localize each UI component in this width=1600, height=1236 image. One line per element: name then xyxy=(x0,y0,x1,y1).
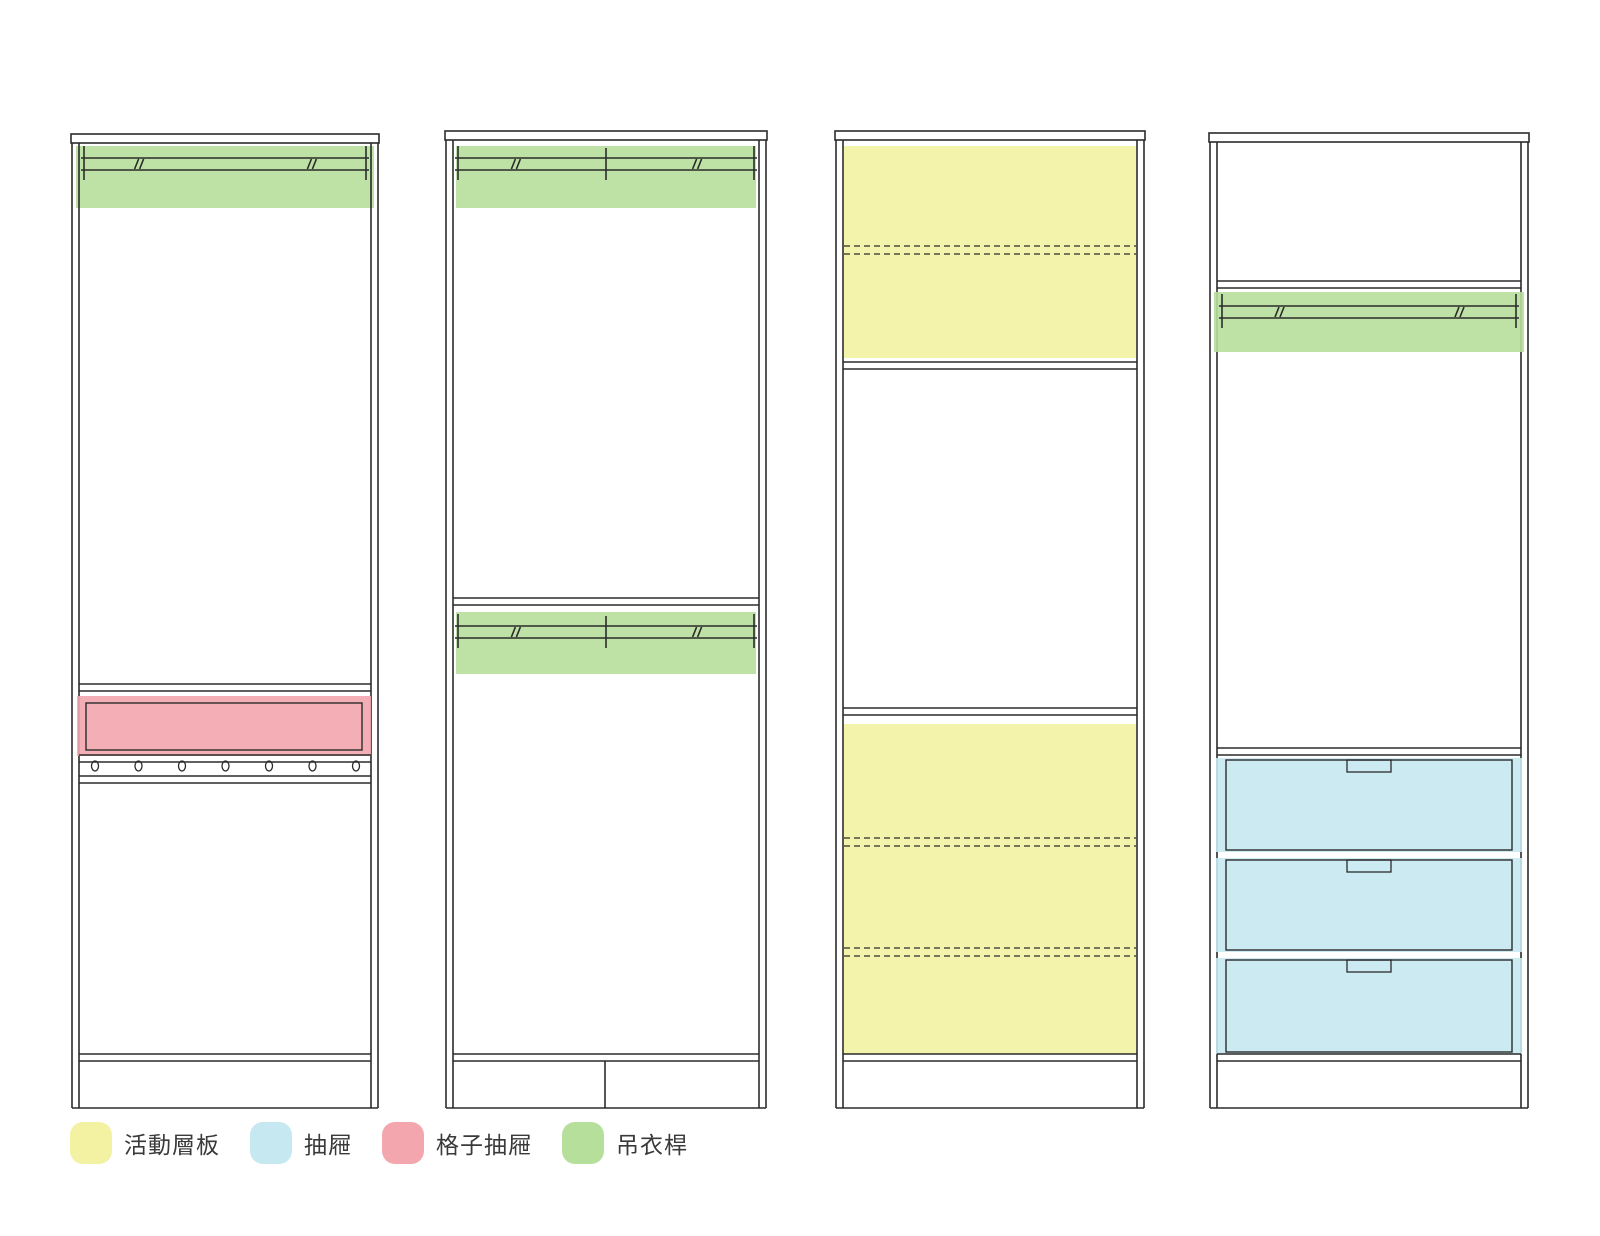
legend-label-drawer: 抽屜 xyxy=(304,1133,352,1159)
legend-label-grid-drawer: 格子抽屜 xyxy=(436,1133,532,1159)
drawer-highlight xyxy=(1216,858,1522,952)
drawer-highlight xyxy=(1216,758,1522,852)
rod-break-mark xyxy=(691,626,698,638)
legend-item-drawer: 抽屜 xyxy=(250,1122,352,1164)
grid-slot-hole xyxy=(134,760,143,772)
rod-break-mark xyxy=(1274,306,1280,318)
drawer-highlight xyxy=(1216,958,1522,1054)
top-board xyxy=(834,130,1146,141)
top-board xyxy=(1208,132,1530,143)
drawer-handle xyxy=(1346,859,1392,873)
cabinet-2 xyxy=(444,130,768,1109)
cabinet-4 xyxy=(1208,132,1530,1109)
grid-slot-hole xyxy=(351,760,361,772)
rod-break-mark xyxy=(510,626,517,638)
legend-label-adjustable-shelf: 活動層板 xyxy=(124,1133,220,1159)
rod-break-mark xyxy=(691,158,698,170)
rod-break-mark xyxy=(138,158,145,170)
rod-break-mark xyxy=(133,158,140,170)
rod-break-mark xyxy=(306,158,313,170)
rod-break-mark xyxy=(515,626,522,638)
legend-item-adjustable-shelf: 活動層板 xyxy=(70,1122,220,1164)
grid-drawer-front xyxy=(85,702,363,751)
grid-slot-hole xyxy=(90,760,100,772)
drawer-handle xyxy=(1346,759,1392,773)
legend-swatch-drawer xyxy=(250,1122,292,1164)
grid-slot-hole xyxy=(221,760,230,772)
grid-slot-hole xyxy=(308,760,317,772)
drawer-handle xyxy=(1346,959,1392,973)
adjustable-shelf-highlight xyxy=(844,724,1136,1054)
legend-item-grid-drawer: 格子抽屜 xyxy=(382,1122,532,1164)
rod-break-mark xyxy=(515,158,522,170)
legend-item-hanging-rod: 吊衣桿 xyxy=(562,1122,688,1164)
top-board xyxy=(444,130,768,141)
grid-slot-hole xyxy=(264,760,274,772)
rod-break-mark xyxy=(1454,306,1460,318)
cabinet-3 xyxy=(834,130,1146,1109)
rod-break-mark xyxy=(1459,306,1465,318)
adjustable-shelf-highlight xyxy=(844,146,1136,358)
legend-label-hanging-rod: 吊衣桿 xyxy=(616,1133,688,1159)
legend-swatch-adjustable-shelf xyxy=(70,1122,112,1164)
cabinet-1 xyxy=(70,133,380,1109)
grid-drawer-highlight xyxy=(77,696,371,756)
rod-break-mark xyxy=(311,158,318,170)
grid-slot-hole xyxy=(177,760,187,772)
rod-break-mark xyxy=(1279,306,1285,318)
hanging-rod-highlight xyxy=(76,146,374,208)
top-board xyxy=(70,133,380,144)
legend: 活動層板 抽屜 格子抽屜 吊衣桿 xyxy=(70,1122,718,1164)
rod-break-mark xyxy=(510,158,517,170)
rod-break-mark xyxy=(696,626,703,638)
rod-break-mark xyxy=(696,158,703,170)
legend-swatch-grid-drawer xyxy=(382,1122,424,1164)
hanging-rod-highlight xyxy=(1214,292,1524,352)
legend-swatch-hanging-rod xyxy=(562,1122,604,1164)
